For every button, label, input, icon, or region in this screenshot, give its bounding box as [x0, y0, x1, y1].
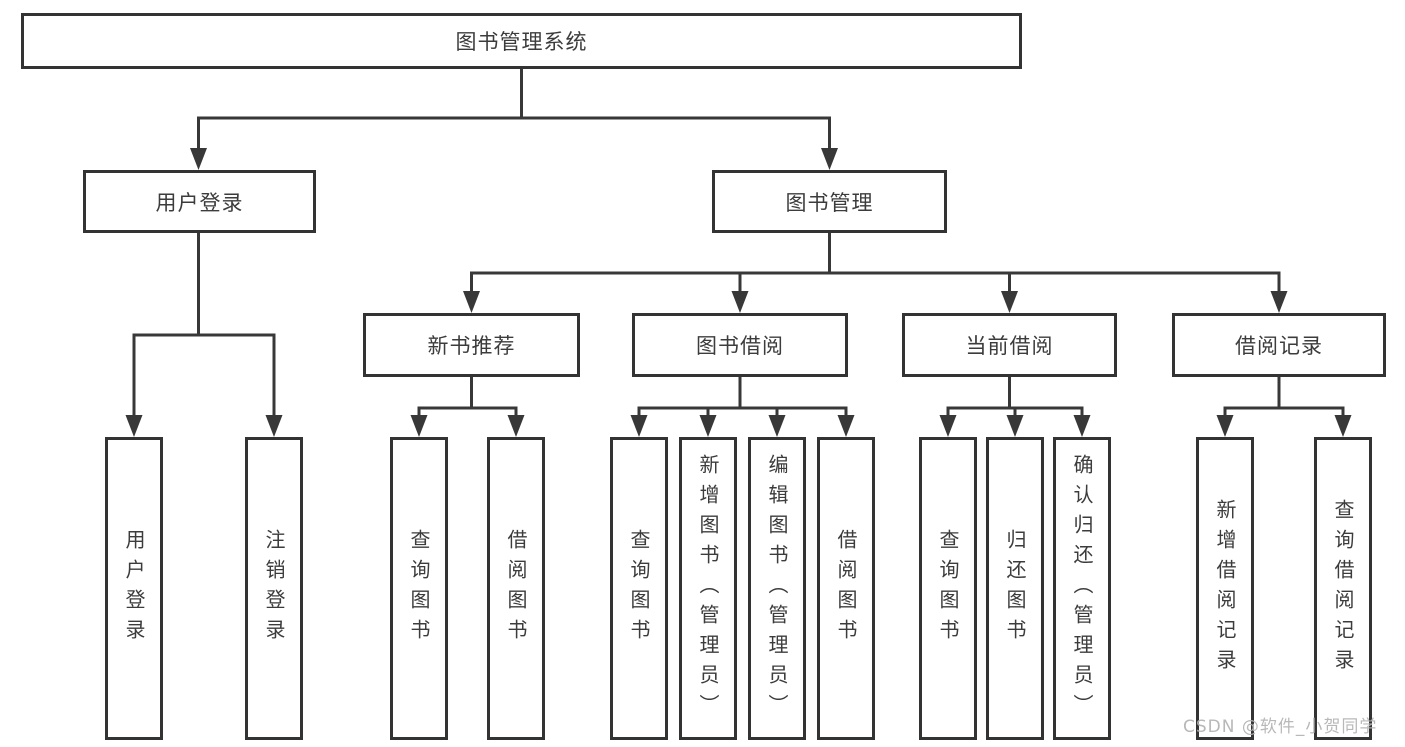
node-label: 查询借阅记录	[1331, 498, 1355, 679]
node-label: 新书推荐	[427, 334, 516, 358]
watermark: CSDN @软件_小贺同学	[1183, 717, 1378, 737]
node-root: 图书管理系统	[21, 13, 1022, 69]
node-query-books-current: 查询图书	[919, 437, 977, 740]
node-user-login: 用户登录	[83, 170, 316, 233]
node-query-books-recommend: 查询图书	[390, 437, 448, 740]
node-label: 查询图书	[936, 528, 960, 649]
node-borrowing-records: 借阅记录	[1172, 313, 1386, 377]
node-borrow-books-borrowing: 借阅图书	[817, 437, 875, 740]
edge-borrowing-records-to-leaves	[1216, 377, 1352, 437]
node-label: 归还图书	[1003, 528, 1027, 649]
node-label: 确认归还（管理员）	[1070, 453, 1094, 724]
node-label: 查询图书	[627, 528, 651, 649]
node-query-books-borrowing: 查询图书	[610, 437, 668, 740]
node-new-book-recommend: 新书推荐	[363, 313, 580, 377]
edge-book-borrowing-to-leaves	[630, 377, 855, 437]
edge-new-book-recommend-to-leaves	[410, 377, 525, 437]
node-current-borrowing: 当前借阅	[902, 313, 1117, 377]
node-add-books-admin: 新增图书（管理员）	[679, 437, 737, 740]
node-user-login-leaf: 用户登录	[105, 437, 163, 740]
node-add-borrow-record: 新增借阅记录	[1196, 437, 1254, 740]
node-label: 借阅记录	[1235, 334, 1323, 358]
node-label: 查询图书	[407, 528, 431, 649]
edge-book-management-to-level3	[463, 233, 1288, 313]
node-label: 注销登录	[262, 528, 286, 649]
node-query-borrow-record: 查询借阅记录	[1314, 437, 1372, 740]
edge-user-login-to-leaves	[125, 233, 283, 437]
node-logout-leaf: 注销登录	[245, 437, 303, 740]
node-label: 当前借阅	[965, 334, 1054, 358]
node-label: 借阅图书	[834, 528, 858, 649]
node-label: 图书管理系统	[455, 30, 588, 54]
node-label: 用户登录	[122, 528, 146, 649]
node-label: 图书借阅	[696, 334, 784, 358]
node-borrow-books-recommend: 借阅图书	[487, 437, 545, 740]
node-confirm-return-admin: 确认归还（管理员）	[1053, 437, 1111, 740]
node-label: 图书管理	[785, 190, 874, 215]
node-label: 编辑图书（管理员）	[765, 453, 789, 724]
edge-current-borrowing-to-leaves	[939, 377, 1091, 437]
node-book-management: 图书管理	[712, 170, 947, 233]
node-book-borrowing: 图书借阅	[632, 313, 848, 377]
node-label: 用户登录	[155, 190, 244, 215]
node-edit-books-admin: 编辑图书（管理员）	[748, 437, 806, 740]
node-label: 新增图书（管理员）	[696, 453, 720, 724]
node-label: 新增借阅记录	[1213, 498, 1237, 679]
node-return-books: 归还图书	[986, 437, 1044, 740]
node-label: 借阅图书	[504, 528, 528, 649]
edge-root-to-level2	[190, 69, 838, 170]
